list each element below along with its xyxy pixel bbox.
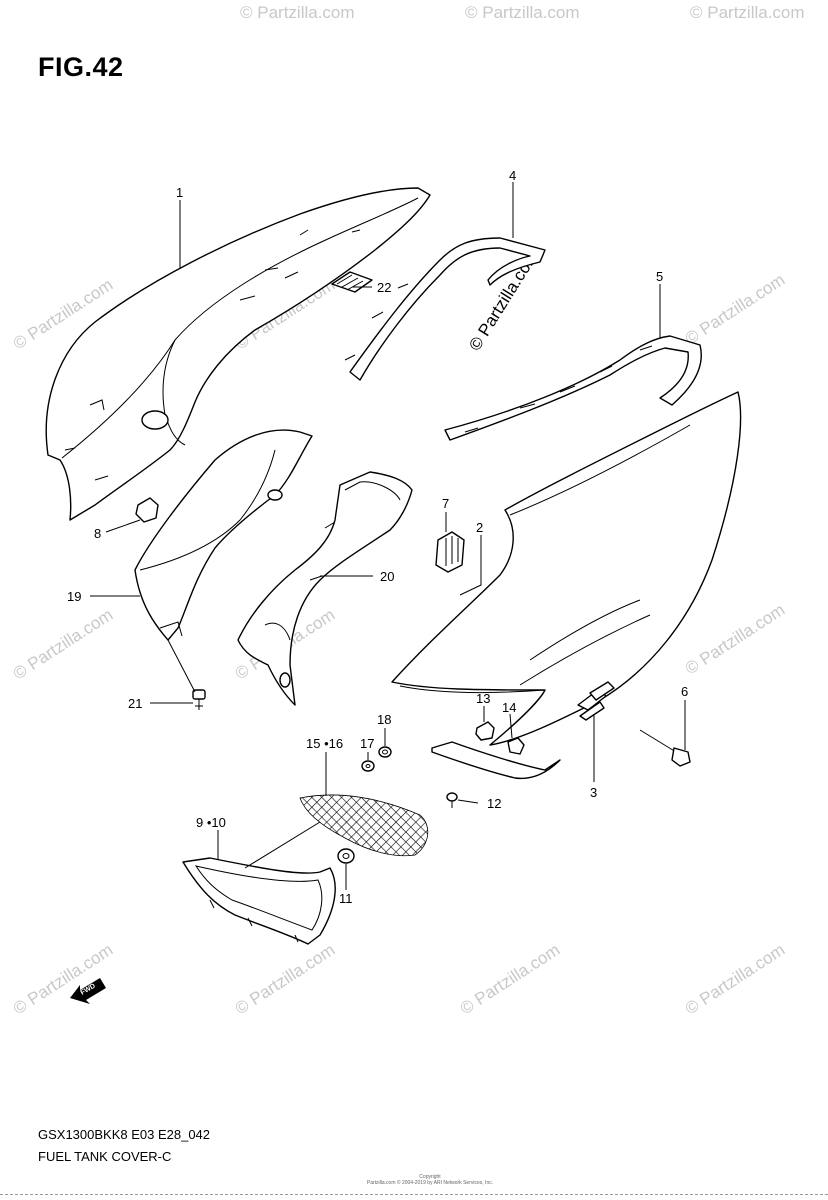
callout-8: 8 xyxy=(94,526,101,541)
copyright-line: Copyright xyxy=(419,1174,441,1180)
callout-labels: 1 2 3 4 5 6 7 8 9 •10 11 12 13 14 15 •16… xyxy=(67,168,688,906)
part-7-clip xyxy=(435,531,465,573)
watermark-text: © Partzilla.com xyxy=(10,605,116,683)
callout-18: 18 xyxy=(377,712,391,727)
part-11-grommet xyxy=(337,848,355,864)
part-2-side-cover xyxy=(391,391,742,746)
part-14-nut xyxy=(507,737,525,755)
part-17-washer xyxy=(361,760,375,772)
part-8-grommet xyxy=(135,497,159,523)
callout-14: 14 xyxy=(502,700,516,715)
part-5-rail-trim xyxy=(444,335,702,441)
watermark-text: © Partzilla.com xyxy=(682,940,788,1018)
part-13-nut xyxy=(475,721,495,741)
watermark-text: © Partzilla.com xyxy=(232,940,338,1018)
callout-2: 2 xyxy=(476,520,483,535)
leader-lines xyxy=(90,182,686,890)
watermark-text: © Partzilla.com xyxy=(240,3,355,22)
watermark-text: © Partzilla.com xyxy=(690,3,805,22)
callout-19: 19 xyxy=(67,589,81,604)
callout-21: 21 xyxy=(128,696,142,711)
part-2-lower-trim xyxy=(431,741,561,780)
callout-7: 7 xyxy=(442,496,449,511)
part-15-16-mesh xyxy=(299,794,429,857)
callout-11: 11 xyxy=(339,891,353,906)
part-3-emblem xyxy=(577,681,615,721)
part-4-rail-trim xyxy=(344,237,546,381)
part-12-screw xyxy=(446,792,458,808)
part-1-upper-cover xyxy=(45,187,431,521)
part-20-duct xyxy=(237,471,413,706)
callout-6: 6 xyxy=(681,684,688,699)
figure-title: FIG.42 xyxy=(38,52,124,82)
callout-1: 1 xyxy=(176,185,183,200)
callout-22: 22 xyxy=(377,280,391,295)
watermark-text: © Partzilla.com xyxy=(457,940,563,1018)
part-6-screw xyxy=(639,729,691,767)
part-21-bolt xyxy=(192,689,206,710)
bottom-border xyxy=(0,1194,828,1195)
callout-5: 5 xyxy=(656,269,663,284)
callout-13: 13 xyxy=(476,691,490,706)
figure-name: FUEL TANK COVER-C xyxy=(38,1149,172,1164)
watermark-text: © Partzilla.com xyxy=(682,600,788,678)
copyright-notice: Copyright Partzilla.com © 2004-2019 by A… xyxy=(360,1174,500,1186)
callout-12: 12 xyxy=(487,796,501,811)
watermark-text: © Partzilla.com xyxy=(465,3,580,22)
callout-17: 17 xyxy=(360,736,374,751)
callout-3: 3 xyxy=(590,785,597,800)
callout-4: 4 xyxy=(509,168,516,183)
part-19-inner-cover xyxy=(134,429,313,641)
part-9-10-grille-frame xyxy=(182,857,336,945)
part-18-washer xyxy=(378,746,392,758)
watermark-text: © Partzilla.com xyxy=(682,270,788,348)
copyright-line: Partzilla.com © 2004-2019 by ARI Network… xyxy=(366,1180,494,1186)
figure-code: GSX1300BKK8 E03 E28_042 xyxy=(38,1127,211,1142)
callout-20: 20 xyxy=(380,569,394,584)
callout-15-16: 15 •16 xyxy=(306,736,343,751)
callout-9-10: 9 •10 xyxy=(196,815,226,830)
